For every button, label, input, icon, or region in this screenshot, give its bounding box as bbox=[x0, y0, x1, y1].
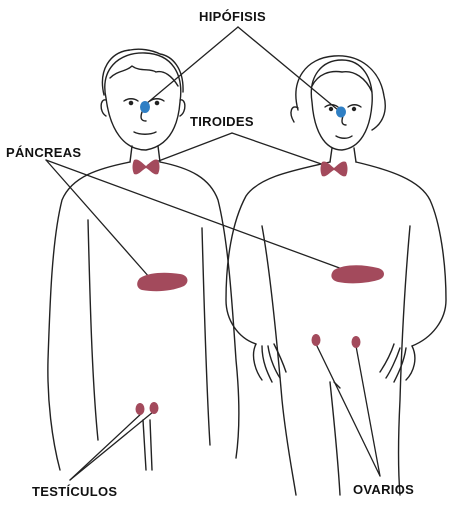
pancreas-female bbox=[331, 265, 384, 283]
thyroid-female bbox=[321, 162, 348, 177]
label-testiculos: TESTÍCULOS bbox=[32, 484, 117, 499]
testicle-left bbox=[136, 403, 145, 415]
glands bbox=[133, 101, 385, 415]
ovary-right bbox=[352, 336, 361, 348]
label-ovarios: OVARIOS bbox=[353, 482, 414, 497]
thyroid-male bbox=[133, 160, 160, 175]
label-pancreas: PÁNCREAS bbox=[6, 145, 81, 160]
pituitary-male bbox=[140, 101, 150, 113]
label-tiroides: TIROIDES bbox=[190, 114, 254, 129]
testicle-right bbox=[150, 402, 159, 414]
pituitary-female bbox=[336, 107, 346, 118]
pancreas-male bbox=[137, 273, 187, 291]
label-hipofisis: HIPÓFISIS bbox=[199, 9, 266, 24]
ovary-left bbox=[312, 334, 321, 346]
